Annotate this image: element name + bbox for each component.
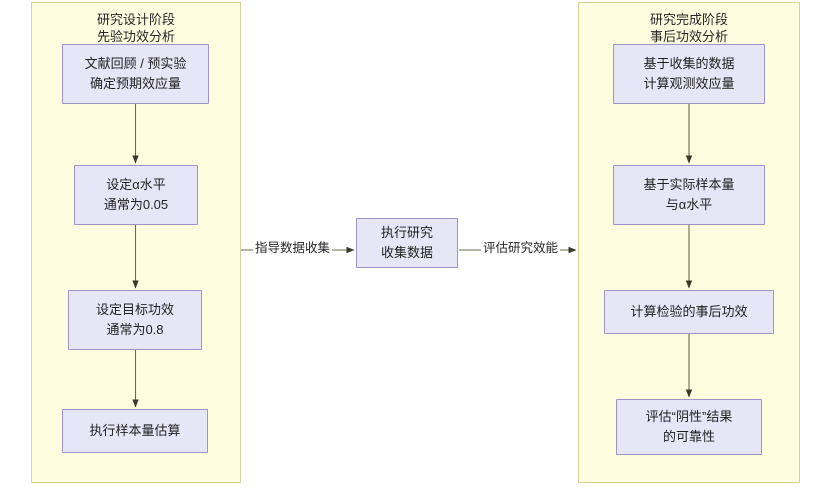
node-literature-review[interactable]: 文献回顾 / 预实验 确定预期效应量 [62, 44, 209, 104]
node-sample-size-estimation[interactable]: 执行样本量估算 [62, 409, 208, 453]
edge-label-assess-study-power: 评估研究效能 [481, 240, 561, 256]
edge-label-guide-data-collection: 指导数据收集 [253, 240, 333, 256]
node-target-power[interactable]: 设定目标功效 通常为0.8 [68, 290, 202, 350]
node-posthoc-power[interactable]: 计算检验的事后功效 [604, 290, 774, 334]
node-observed-effect-size[interactable]: 基于收集的数据 计算观测效应量 [613, 44, 765, 104]
node-negative-result-reliability[interactable]: 评估“阴性”结果 的可靠性 [616, 399, 762, 455]
panel-title-design-phase: 研究设计阶段 先验功效分析 [96, 12, 175, 44]
node-actual-sample-and-alpha[interactable]: 基于实际样本量 与α水平 [613, 165, 765, 225]
panel-title-completion-phase: 研究完成阶段 事后功效分析 [649, 12, 728, 44]
node-execute-study[interactable]: 执行研究 收集数据 [356, 218, 458, 268]
node-alpha-level[interactable]: 设定α水平 通常为0.05 [74, 165, 198, 225]
